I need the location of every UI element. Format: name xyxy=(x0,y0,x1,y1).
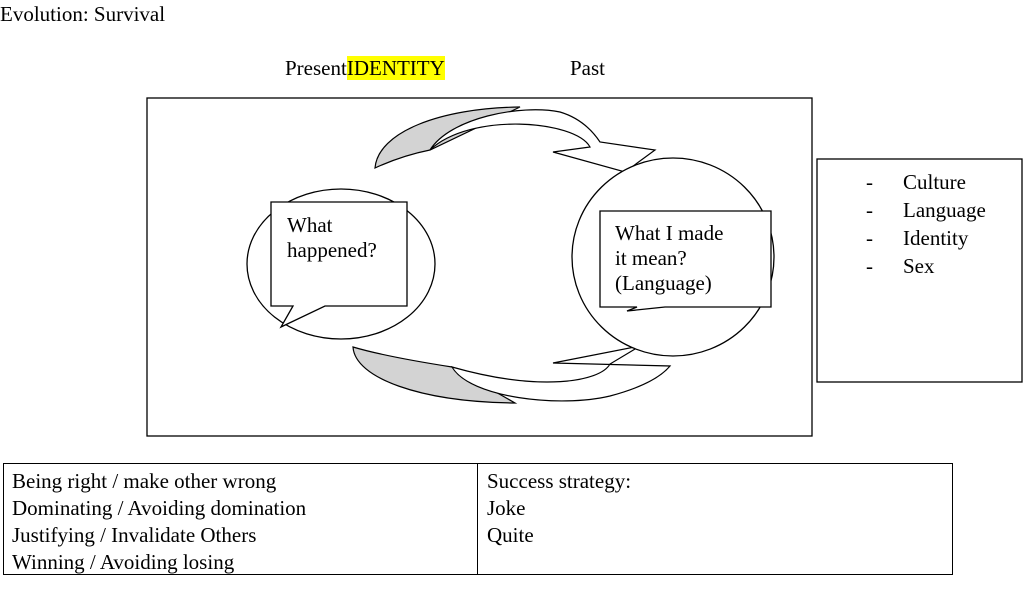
list-item: - Language xyxy=(866,196,986,224)
right-speech-bubble xyxy=(599,210,772,312)
table-divider xyxy=(477,464,478,574)
past-label: Past xyxy=(570,56,606,80)
present-text: Present xyxy=(285,56,347,80)
list-item-label: Identity xyxy=(903,226,969,250)
bottom-arrow-head xyxy=(450,345,672,402)
list-item: - Sex xyxy=(866,252,986,280)
left-bubble-line: What xyxy=(287,213,333,237)
list-bullet: - xyxy=(866,254,873,278)
right-bubble-line: (Language) xyxy=(615,271,712,295)
right-bubble-line: it mean? xyxy=(615,246,687,270)
identity-highlight: IDENTITY xyxy=(346,56,445,80)
table-cell: Quite xyxy=(487,523,534,547)
list-item-label: Sex xyxy=(903,254,935,278)
list-item-label: Culture xyxy=(903,170,966,194)
present-label: PresentIDENTITY xyxy=(285,56,445,81)
bottom-arrow-tail xyxy=(352,346,518,404)
right-bubble-text: What I made it mean? (Language) xyxy=(615,221,765,296)
list-bullet: - xyxy=(866,226,873,250)
list-item-label: Language xyxy=(903,198,986,222)
table-cell: Dominating / Avoiding domination xyxy=(12,496,307,520)
side-box xyxy=(816,158,1023,383)
table-cell: Joke xyxy=(487,496,526,520)
list-item: - Culture xyxy=(866,168,986,196)
left-bubble-line: happened? xyxy=(287,238,377,262)
left-speech-bubble xyxy=(270,201,408,329)
main-frame xyxy=(146,97,813,437)
top-arrow-head xyxy=(429,109,657,173)
behavior-table: Being right / make other wrong Dominatin… xyxy=(3,463,953,575)
list-bullet: - xyxy=(866,170,873,194)
side-list: - Culture - Language - Identity - Sex xyxy=(866,168,986,280)
right-bubble-line: What I made xyxy=(615,221,724,245)
left-bubble-text: What happened? xyxy=(287,213,402,263)
list-item: - Identity xyxy=(866,224,986,252)
table-cell: Justifying / Invalidate Others xyxy=(12,523,257,547)
table-cell: Winning / Avoiding losing xyxy=(12,550,235,574)
list-bullet: - xyxy=(866,198,873,222)
table-right-column: Success strategy: Joke Quite xyxy=(487,468,631,549)
table-left-column: Being right / make other wrong Dominatin… xyxy=(12,468,306,576)
table-cell: Being right / make other wrong xyxy=(12,469,277,493)
table-cell: Success strategy: xyxy=(487,469,632,493)
page-title: Evolution: Survival xyxy=(0,2,166,26)
